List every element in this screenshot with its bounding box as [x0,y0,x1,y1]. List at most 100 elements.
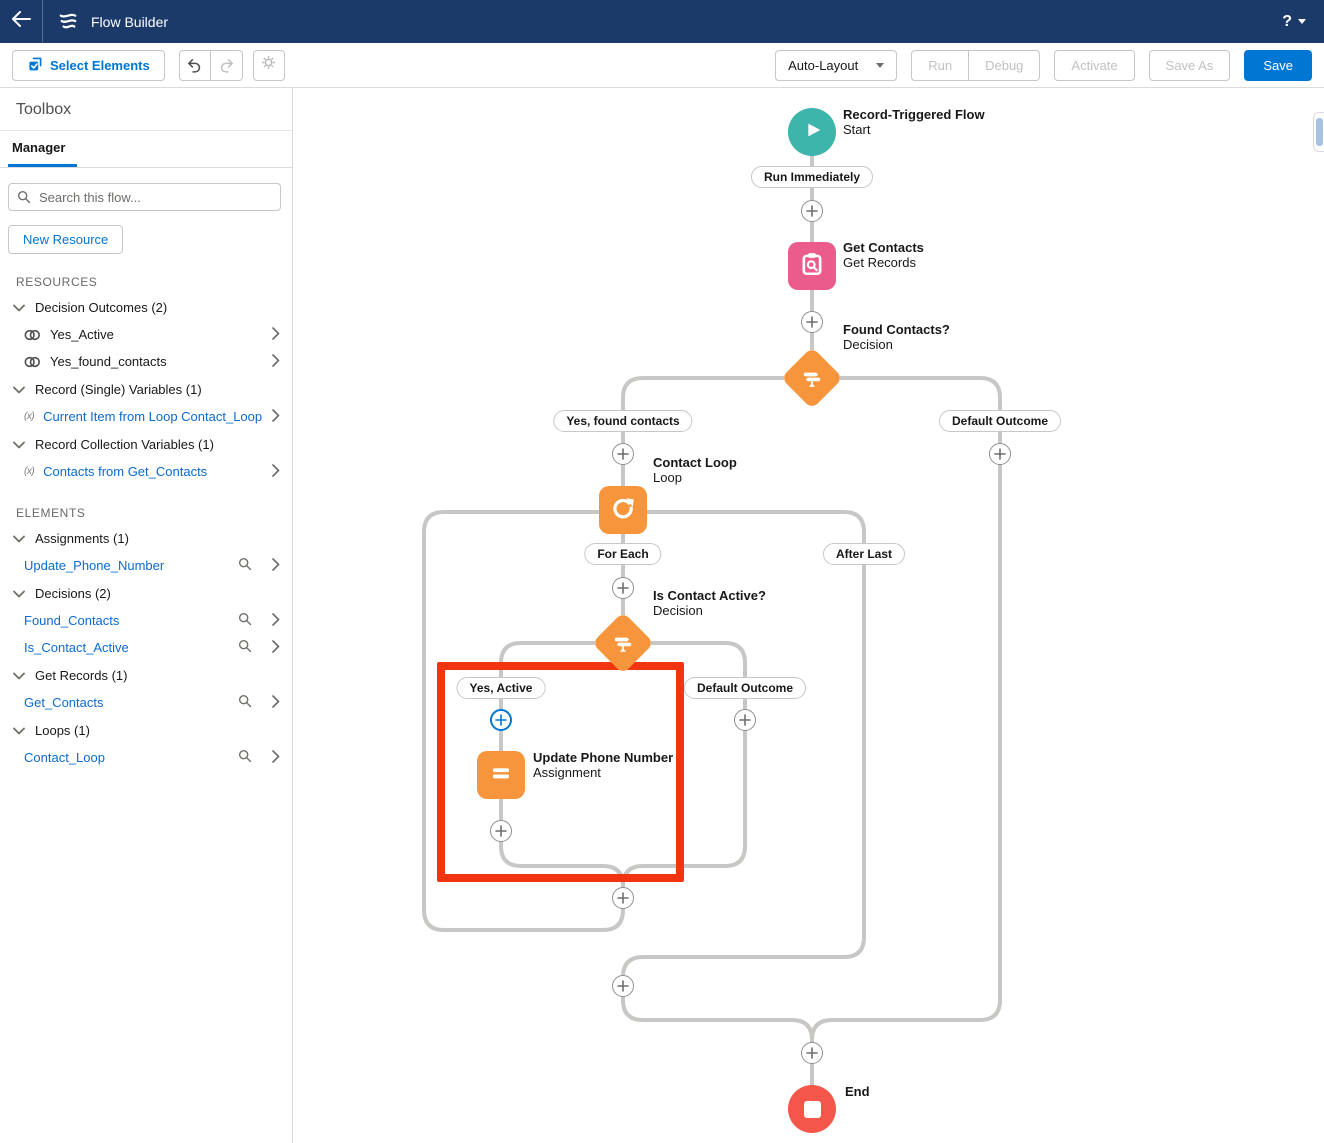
magnifier-icon[interactable] [238,557,252,574]
add-element-button[interactable] [801,1042,823,1064]
group-record-collection-variables[interactable]: Record Collection Variables (1) [0,430,292,458]
search-input[interactable] [8,183,281,211]
undo-button[interactable] [178,49,211,81]
contact-loop-node[interactable] [599,486,647,534]
chevron-right-icon[interactable] [272,408,280,425]
add-element-button[interactable] [612,443,634,465]
resource-current-item-loop[interactable]: (x) Current Item from Loop Contact_Loop [0,403,292,430]
help-caret-icon [1298,19,1306,24]
start-node-label: Record-Triggered Flow Start [843,107,985,137]
chevron-down-icon [13,437,25,452]
add-element-button-focused[interactable] [490,709,512,731]
magnifier-icon[interactable] [238,694,252,711]
add-element-button[interactable] [490,820,512,842]
update-phone-number-label: Update Phone Number Assignment [533,750,674,780]
branch-pill-after-last: After Last [822,543,906,565]
group-assignments[interactable]: Assignments (1) [0,524,292,552]
activate-button[interactable]: Activate [1054,49,1135,81]
toolbox-sidebar: Toolbox Manager New Resource RESOURCES D… [0,88,293,1143]
add-element-button[interactable] [734,709,756,731]
element-found-contacts[interactable]: Found_Contacts [0,607,292,634]
layout-caret-icon [876,62,885,68]
branch-pill-default-outcome-active: Default Outcome [683,677,807,699]
is-contact-active-decision-node[interactable] [591,611,655,675]
group-record-single-variables[interactable]: Record (Single) Variables (1) [0,375,292,403]
group-decision-outcomes[interactable]: Decision Outcomes (2) [0,293,292,321]
chevron-right-icon[interactable] [272,463,280,480]
resources-tree: Decision Outcomes (2) Yes_Active Yes_fou… [0,293,292,485]
canvas-scrollbar-thumb[interactable] [1313,112,1324,152]
run-button[interactable]: Run [911,49,970,81]
add-element-button[interactable] [801,200,823,222]
found-contacts-label: Found Contacts? Decision [843,322,950,352]
chevron-right-icon[interactable] [272,612,280,629]
chevron-down-icon [13,586,25,601]
search-icon [17,190,31,209]
end-stop-icon [803,1100,821,1118]
variable-icon: (x) [24,411,35,422]
debug-button[interactable]: Debug [969,49,1041,81]
chevron-right-icon[interactable] [272,326,280,343]
help-label: ? [1282,12,1292,30]
outcome-icon [24,356,41,368]
element-update-phone-number[interactable]: Update_Phone_Number [0,552,292,579]
resource-yes-found-contacts[interactable]: Yes_found_contacts [0,348,292,375]
magnifier-icon[interactable] [238,612,252,629]
save-button[interactable]: Save [1244,49,1312,81]
elements-tree: Assignments (1) Update_Phone_Number Deci… [0,524,292,771]
element-get-contacts[interactable]: Get_Contacts [0,689,292,716]
chevron-right-icon[interactable] [272,353,280,370]
flow-canvas[interactable]: Record-Triggered Flow Start Run Immediat… [293,88,1324,1143]
group-get-records[interactable]: Get Records (1) [0,661,292,689]
group-decisions[interactable]: Decisions (2) [0,579,292,607]
tab-manager[interactable]: Manager [8,140,78,167]
element-contact-loop[interactable]: Contact_Loop [0,744,292,771]
get-contacts-label: Get Contacts Get Records [843,240,924,270]
toolbar: Select Elements Auto-Layout Run Debug [0,43,1324,88]
variable-icon: (x) [24,466,35,477]
back-arrow-icon [11,11,31,32]
chevron-right-icon[interactable] [272,557,280,574]
selection-highlight-box [437,662,684,882]
save-as-button[interactable]: Save As [1148,49,1231,81]
chevron-down-icon [13,531,25,546]
redo-button[interactable] [210,49,243,81]
end-node[interactable] [788,1085,836,1133]
resource-contacts-from-get-contacts[interactable]: (x) Contacts from Get_Contacts [0,458,292,485]
layout-mode-dropdown[interactable]: Auto-Layout [775,49,898,81]
back-button[interactable] [0,0,42,43]
gear-icon [260,54,277,76]
magnifier-icon[interactable] [238,639,252,656]
add-element-button[interactable] [801,311,823,333]
add-element-button[interactable] [989,443,1011,465]
outcome-icon [24,329,41,341]
flow-settings-button[interactable] [252,49,285,81]
resource-yes-active[interactable]: Yes_Active [0,321,292,348]
group-loops[interactable]: Loops (1) [0,716,292,744]
assignment-icon [488,760,514,791]
add-element-button[interactable] [612,887,634,909]
chevron-right-icon[interactable] [272,639,280,656]
select-elements-button[interactable]: Select Elements [12,49,165,81]
start-node[interactable] [788,108,836,156]
element-is-contact-active[interactable]: Is_Contact_Active [0,634,292,661]
help-menu[interactable]: ? [1282,13,1306,31]
decision-signpost-icon [801,367,823,389]
undo-redo-group [178,49,243,81]
get-contacts-node[interactable] [788,242,836,290]
chevron-right-icon[interactable] [272,749,280,766]
navbar-divider [42,0,43,43]
new-resource-button[interactable]: New Resource [8,225,124,254]
magnifier-icon[interactable] [238,749,252,766]
end-node-label: End [845,1084,870,1099]
select-elements-icon [27,56,43,75]
contact-loop-label: Contact Loop Loop [653,455,737,485]
toolbox-title: Toolbox [0,88,292,131]
add-element-button[interactable] [612,577,634,599]
is-contact-active-label: Is Contact Active? Decision [653,588,766,618]
add-element-button[interactable] [612,975,634,997]
update-phone-number-node[interactable] [477,751,525,799]
chevron-right-icon[interactable] [272,694,280,711]
found-contacts-decision-node[interactable] [780,346,844,410]
